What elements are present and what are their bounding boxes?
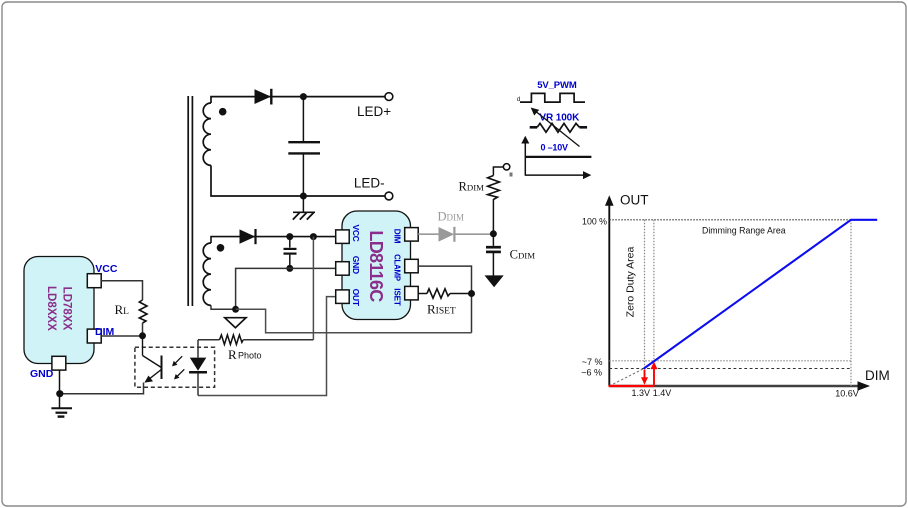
svg-text:DDIM: DDIM — [438, 210, 465, 224]
svg-text:VR 100K: VR 100K — [539, 112, 580, 123]
svg-text:CDIM: CDIM — [510, 248, 536, 262]
svg-text:1.3V: 1.3V — [632, 388, 651, 398]
svg-text:CLAMP: CLAMP — [392, 254, 401, 281]
svg-text:100 %: 100 % — [582, 217, 607, 227]
svg-text:ISET: ISET — [392, 288, 401, 306]
svg-text:Zero Duty Area: Zero Duty Area — [625, 247, 637, 318]
svg-text:5V_PWM: 5V_PWM — [537, 80, 577, 91]
svg-text:~7 %: ~7 % — [582, 357, 603, 367]
svg-text:1.4V: 1.4V — [653, 388, 672, 398]
svg-text:RDIM: RDIM — [459, 180, 485, 194]
svg-text:LED-: LED- — [354, 176, 385, 191]
svg-text:DIM: DIM — [392, 229, 402, 244]
svg-text:0 –10V: 0 –10V — [541, 143, 569, 153]
svg-text:~6 %: ~6 % — [581, 367, 602, 377]
svg-text:LED+: LED+ — [357, 104, 391, 119]
svg-text:Dimming Range Area: Dimming Range Area — [702, 225, 786, 235]
svg-text:R: R — [228, 347, 237, 362]
svg-text:DIM: DIM — [95, 326, 115, 338]
svg-text:LD78XX: LD78XX — [61, 287, 73, 331]
svg-text:OUT: OUT — [351, 289, 361, 307]
svg-text:VCC: VCC — [351, 224, 361, 241]
svg-text:OUT: OUT — [620, 193, 649, 208]
svg-text:Photo: Photo — [238, 351, 262, 361]
svg-text:GND: GND — [351, 256, 361, 274]
svg-text:d: d — [517, 96, 521, 103]
svg-text:LD8116C: LD8116C — [366, 230, 386, 302]
svg-text:VCC: VCC — [95, 263, 118, 275]
svg-text:DIM: DIM — [865, 368, 890, 383]
svg-text:GND: GND — [30, 368, 54, 380]
svg-text:10.6V: 10.6V — [835, 389, 859, 399]
svg-text:LD8XXX: LD8XXX — [45, 286, 57, 331]
